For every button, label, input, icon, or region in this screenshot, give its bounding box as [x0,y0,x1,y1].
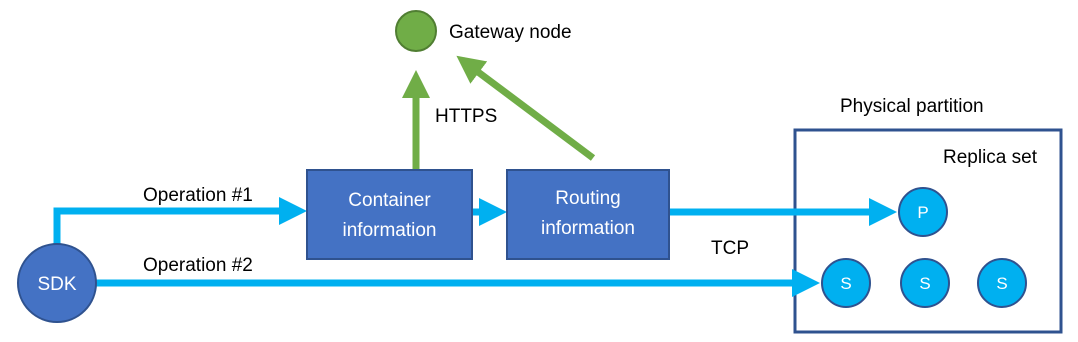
routing-box-line2: information [541,218,635,239]
secondary-replica-label: S [996,274,1007,293]
routing-information-box [506,169,670,260]
container-box-line1: Container [348,190,431,211]
sdk-node [17,243,97,323]
primary-replica-node [898,187,948,237]
secondary-replica-node [900,258,950,308]
secondary-replica-label: S [919,274,930,293]
routing-to-gateway-arrow [456,55,596,161]
gateway-node-icon [395,10,437,52]
operation-1-label: Operation #1 [143,185,253,206]
secondary-replica-node [821,258,871,308]
gateway-node-label: Gateway node [449,22,572,43]
container-information-box [306,169,473,260]
tcp-label: TCP [711,238,749,259]
physical-partition-title: Physical partition [840,96,984,117]
operation-1-arrow [53,197,307,247]
operation-2-label: Operation #2 [143,255,253,276]
container-box-line2: information [343,220,437,241]
primary-replica-label: P [917,203,928,222]
sdk-label: SDK [37,274,76,295]
secondary-replica-label: S [840,274,851,293]
replica-set-label: Replica set [943,147,1038,168]
routing-box-line1: Routing [555,188,621,209]
secondary-replica-node [977,258,1027,308]
https-label: HTTPS [435,106,497,127]
